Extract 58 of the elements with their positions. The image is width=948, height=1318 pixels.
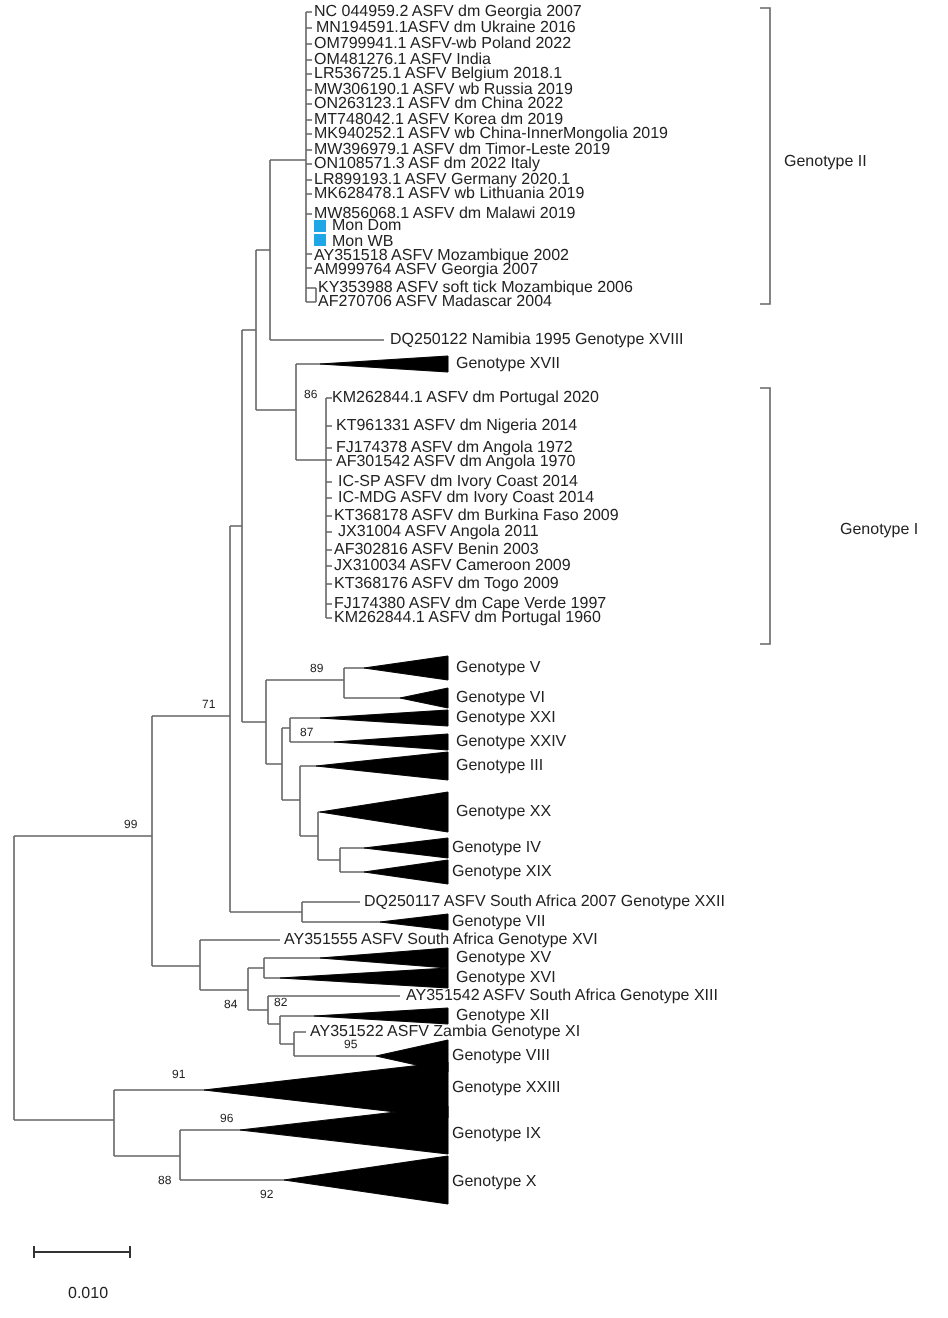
taxon-label: AF301542 ASFV dm Angola 1970: [336, 454, 576, 470]
scale-value: 0.010: [68, 1286, 109, 1302]
clade-label: Genotype XII: [456, 1008, 550, 1024]
genotype-label: Genotype II: [784, 154, 867, 170]
taxon-label: DQ250117 ASFV South Africa 2007 Genotype XXII: [364, 894, 725, 910]
clade-label: Genotype XVII: [456, 356, 561, 372]
taxon-label: DQ250122 Namibia 1995 Genotype XVIII: [390, 332, 684, 348]
clade-label: Genotype XXIV: [456, 734, 567, 750]
taxon-label: MT748042.1 ASFV Korea dm 2019: [314, 112, 564, 128]
taxon-label: LR899193.1 ASFV Germany 2020.1: [314, 172, 571, 188]
taxon-label: KT961331 ASFV dm Nigeria 2014: [336, 418, 578, 434]
taxon-label: FJ174378 ASFV dm Angola 1972: [336, 440, 573, 456]
genotype-label: Genotype I: [840, 522, 919, 538]
taxon-label: ON263123.1 ASFV dm China 2022: [314, 96, 564, 112]
taxon-label: MW396979.1 ASFV dm Timor-Leste 2019: [314, 142, 611, 158]
taxon-label: MW306190.1 ASFV wb Russia 2019: [314, 82, 573, 98]
taxon-label: JX310034 ASFV Cameroon 2009: [334, 558, 571, 574]
clade-label: Genotype VII: [452, 914, 546, 930]
taxon-label: AF302816 ASFV Benin 2003: [334, 542, 539, 558]
taxon-label: NC 044959.2 ASFV dm Georgia 2007: [314, 4, 582, 20]
clade-label: Genotype XIX: [452, 864, 552, 880]
clade-label: Genotype VIII: [452, 1048, 550, 1064]
clade-label: Genotype IX: [452, 1126, 541, 1142]
taxon-label: Mon Dom: [332, 218, 402, 234]
taxon-label: Mon WB: [332, 234, 394, 250]
taxon-label: KM262844.1 ASFV dm Portugal 2020: [332, 390, 599, 406]
clade-label: Genotype X: [452, 1174, 537, 1190]
clade-label: Genotype V: [456, 660, 541, 676]
taxon-label: JX31004 ASFV Angola 2011: [338, 524, 539, 540]
clade-label: Genotype VI: [456, 690, 545, 706]
taxon-label: AY351542 ASFV South Africa Genotype XIII: [406, 988, 718, 1004]
taxon-label: ON108571.3 ASF dm 2022 Italy: [314, 156, 540, 172]
taxon-label: KT368176 ASFV dm Togo 2009: [334, 576, 559, 592]
taxon-label: AF270706 ASFV Madascar 2004: [318, 294, 552, 310]
taxon-label: AM999764 ASFV Georgia 2007: [314, 262, 539, 278]
clade-label: Genotype XX: [456, 804, 552, 820]
taxon-label: IC-SP ASFV dm Ivory Coast 2014: [338, 474, 578, 490]
taxon-label: IC-MDG ASFV dm Ivory Coast 2014: [338, 490, 595, 506]
clade-label: Genotype III: [456, 758, 544, 774]
taxon-label: KY353988 ASFV soft tick Mozambique 2006: [318, 280, 633, 296]
taxon-label: AY351555 ASFV South Africa Genotype XVI: [284, 932, 598, 948]
taxon-label: MN194591.1ASFV dm Ukraine 2016: [316, 20, 576, 36]
clade-label: Genotype XXI: [456, 710, 556, 726]
taxon-label: LR536725.1 ASFV Belgium 2018.1: [314, 66, 563, 82]
taxon-label: MK628478.1 ASFV wb Lithuania 2019: [314, 186, 585, 202]
taxon-label: MW856068.1 ASFV dm Malawi 2019: [314, 206, 576, 222]
clade-label: Genotype XXIII: [452, 1080, 561, 1096]
taxon-label: OM481276.1 ASFV India: [314, 52, 491, 68]
taxon-label: AY351518 ASFV Mozambique 2002: [314, 248, 569, 264]
clade-label: Genotype XV: [456, 950, 552, 966]
taxon-label: MK940252.1 ASFV wb China-InnerMongolia 2019: [314, 126, 668, 142]
taxon-label: KM262844.1 ASFV dm Portugal 1960: [334, 610, 601, 626]
taxon-label: KT368178 ASFV dm Burkina Faso 2009: [334, 508, 619, 524]
taxon-label: AY351522 ASFV Zambia Genotype XI: [310, 1024, 581, 1040]
taxon-label: OM799941.1 ASFV-wb Poland 2022: [314, 36, 572, 52]
taxon-label: FJ174380 ASFV dm Cape Verde 1997: [334, 596, 607, 612]
clade-label: Genotype IV: [452, 840, 541, 856]
clade-label: Genotype XVI: [456, 970, 556, 986]
